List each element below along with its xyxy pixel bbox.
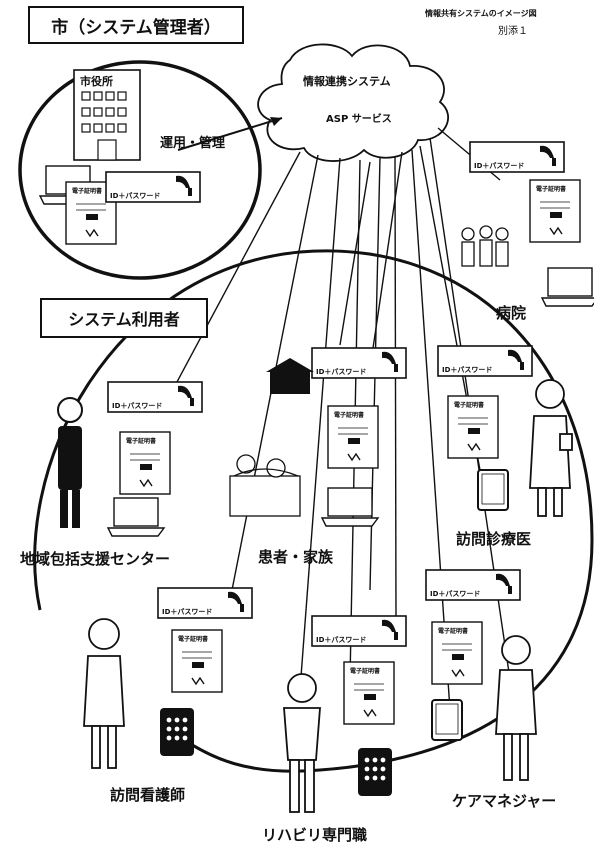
label-visiting-nurse: 訪問看護師	[110, 786, 186, 804]
doctor-figure	[529, 379, 573, 517]
card-label-rehab: ID＋パスワード	[316, 636, 367, 644]
label-home-doctor: 訪問診療医	[456, 530, 532, 548]
doc-title-care: 電子証明書	[438, 628, 469, 635]
city-hall-label: 市役所	[80, 75, 113, 88]
doc-title-doctor: 電子証明書	[454, 402, 485, 409]
community-laptop-icon	[107, 497, 165, 537]
city-hall-building	[73, 69, 141, 161]
nurse-phone-icon	[160, 708, 194, 756]
admin-title-box: 市（システム管理者）	[28, 6, 244, 44]
operation-arrow	[177, 117, 283, 151]
doc-title-nurse: 電子証明書	[178, 636, 209, 643]
card-label-care: ID＋パスワード	[430, 590, 481, 598]
community-staff-figure	[57, 397, 83, 528]
label-patient-family: 患者・家族	[258, 548, 334, 566]
patient-laptop-icon	[321, 487, 379, 527]
users-title: システム利用者	[68, 310, 180, 329]
doc-title-admin: 電子証明書	[72, 188, 103, 195]
card-label-nurse: ID＋パスワード	[162, 608, 213, 616]
card-label-community: ID＋パスワード	[112, 402, 163, 410]
house-icon	[266, 358, 314, 394]
hospital-laptop-icon	[541, 267, 594, 307]
rehab-figure	[283, 673, 321, 813]
label-hospital: 病院	[496, 304, 527, 322]
rehab-phone-icon	[358, 748, 392, 796]
admin-title: 市（システム管理者）	[51, 17, 221, 38]
label-community-center: 地域包括支援センター	[20, 550, 171, 568]
card-label-hospital: ID＋パスワード	[474, 162, 525, 170]
users-arc	[33, 249, 594, 773]
doc-title-community: 電子証明書	[126, 438, 157, 445]
card-label-patient: ID＋パスワード	[316, 368, 367, 376]
attachment-label: 別添１	[498, 26, 528, 37]
cloud-title: 情報連携システム	[303, 75, 391, 88]
users-title-box: システム利用者	[40, 298, 208, 338]
card-label-doctor: ID＋パスワード	[442, 366, 493, 374]
operation-label: 運用・管理	[160, 136, 226, 151]
label-rehab: リハビリ専門職	[262, 826, 368, 844]
doctor-tablet-icon	[477, 469, 509, 511]
care-tablet-icon	[431, 699, 463, 741]
patient-bed-figures	[229, 454, 301, 517]
nurse-figure	[83, 618, 125, 769]
doc-title-patient: 電子証明書	[334, 412, 365, 419]
doc-title-hospital: 電子証明書	[536, 186, 567, 193]
figure-caption: 情報共有システムのイメージ図	[425, 9, 537, 18]
care-manager-figure	[495, 635, 537, 781]
hospital-staff-figures	[461, 225, 509, 267]
cloud-service: ASP サービス	[326, 114, 392, 125]
label-care-manager: ケアマネジャー	[452, 792, 557, 810]
card-label-admin: ID＋パスワード	[110, 192, 161, 200]
doc-title-rehab: 電子証明書	[350, 668, 381, 675]
admin-ellipse	[18, 60, 262, 280]
cloud-shape	[257, 43, 449, 162]
